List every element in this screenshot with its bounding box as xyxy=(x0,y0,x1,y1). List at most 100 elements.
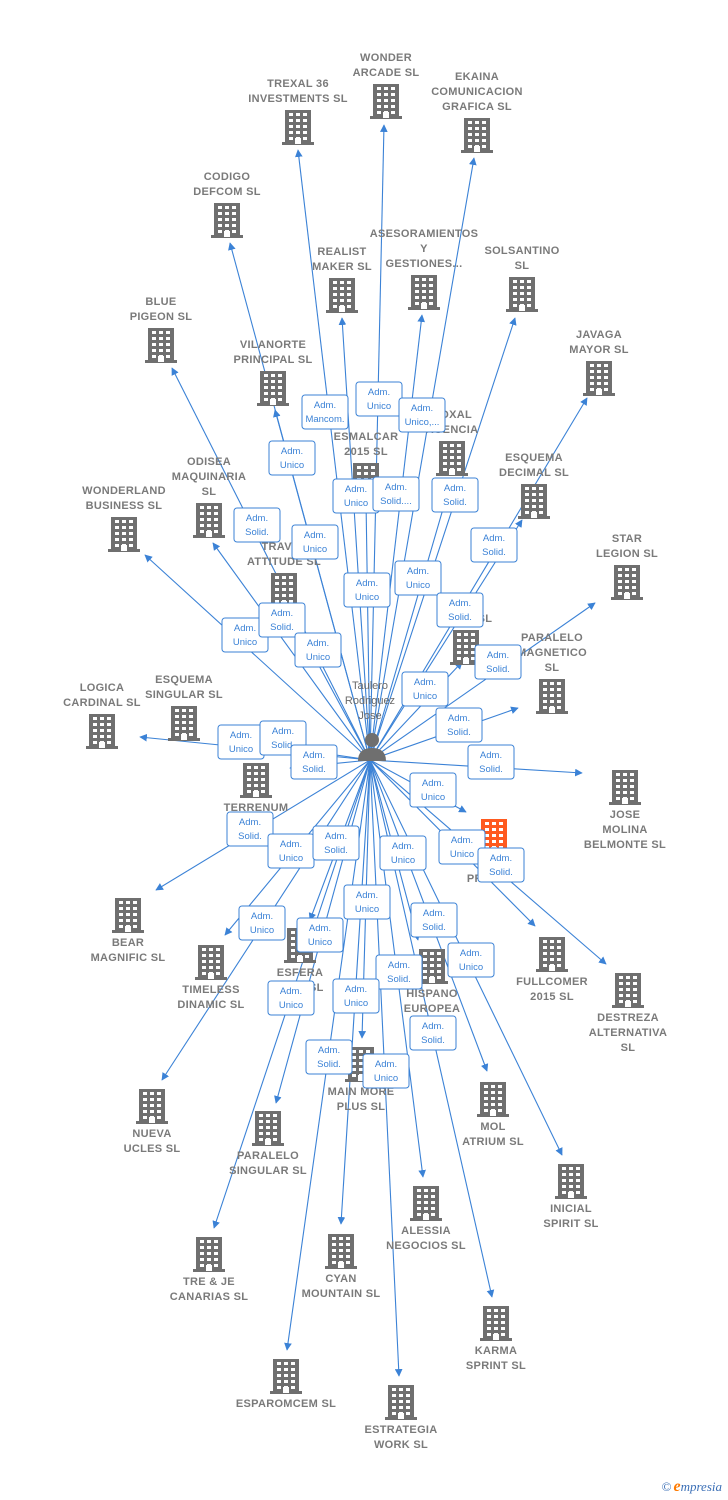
relationship-label: Adm.Solid. xyxy=(258,602,306,638)
company-name-line: INVESTMENTS SL xyxy=(248,93,348,105)
company-name-line: PLUS SL xyxy=(337,1101,386,1113)
company-name-line: DECIMAL SL xyxy=(499,467,569,479)
relationship-label: Adm.Solid. xyxy=(474,644,522,680)
company-name-line: DESTREZA xyxy=(597,1012,659,1024)
company-name-line: MAGNETICO xyxy=(517,647,587,659)
company-name-line: REALIST xyxy=(317,246,366,258)
relationship-text: Solid. xyxy=(448,612,472,623)
realist-building-icon xyxy=(326,278,358,313)
company-name-line: NEGOCIOS SL xyxy=(386,1240,466,1252)
relationship-text: Unico xyxy=(250,925,274,936)
edge-star xyxy=(369,602,596,761)
relationship-text: Adm. xyxy=(407,566,429,577)
relationship-label: Adm.Unico xyxy=(343,572,391,608)
company-name-line: ESFERA xyxy=(277,967,323,979)
codigo-building-icon xyxy=(211,203,243,238)
esparomcem-building-icon xyxy=(270,1359,302,1394)
company-name-line: FULLCOMER xyxy=(516,976,588,988)
paralelo_magnetico-building-icon xyxy=(536,679,568,714)
company-name-line: PIGEON SL xyxy=(130,311,193,323)
company-name-line: NUEVA xyxy=(132,1128,171,1140)
company-node-esparomcem[interactable]: ESPAROMCEM SL xyxy=(236,1359,336,1410)
edge-trexal xyxy=(294,149,371,761)
company-name-line: SL xyxy=(202,486,217,498)
relationship-text: Solid. xyxy=(238,831,262,842)
company-name-line: ODISEA xyxy=(187,456,231,468)
relationship-text: Unico xyxy=(355,592,379,603)
company-name-line: BELMONTE SL xyxy=(584,839,666,851)
alessia-building-icon xyxy=(410,1186,442,1221)
company-name-line: TREXAL 36 xyxy=(267,78,329,90)
relationship-text: Adm. xyxy=(411,403,433,414)
ekaina-building-icon xyxy=(461,118,493,153)
logica-building-icon xyxy=(86,714,118,749)
relationship-label: Adm.Solid. xyxy=(436,592,484,628)
relationship-label: Adm. Solid. xyxy=(226,811,274,847)
relationship-text: Adm. xyxy=(460,948,482,959)
company-node-nueva[interactable]: NUEVA UCLES SL xyxy=(124,1089,181,1155)
company-name-line: JAVAGA xyxy=(576,329,622,341)
relationship-label: Adm.Solid. xyxy=(305,1039,353,1075)
company-name-line: UCLES SL xyxy=(124,1143,181,1155)
company-node-asesoramientos[interactable]: ASESORAMIENTOSYGESTIONES... xyxy=(370,228,479,310)
company-name-line: PARALELO xyxy=(237,1150,299,1162)
company-node-trexal[interactable]: TREXAL 36 INVESTMENTS SL xyxy=(248,78,348,145)
relationship-text: Adm. xyxy=(272,726,294,737)
brand-initial: e xyxy=(673,1478,681,1495)
relationship-text: Adm. xyxy=(392,841,414,852)
relationship-text: Solid. xyxy=(482,547,506,558)
relationship-label: Adm.Unico xyxy=(362,1053,410,1089)
asesoramientos-building-icon xyxy=(408,275,440,310)
company-name-line: WORK SL xyxy=(374,1439,428,1451)
company-name-line: SL xyxy=(545,662,560,674)
relationship-text: Adm. xyxy=(385,482,407,493)
relationship-label: Adm.Unico xyxy=(447,942,495,978)
relationship-text: Adm. xyxy=(448,713,470,724)
edge-blue xyxy=(171,367,371,761)
person-icon xyxy=(358,733,386,761)
relationship-text: Adm. xyxy=(480,750,502,761)
relationship-text: Adm. xyxy=(483,533,505,544)
relationship-text: Adm. xyxy=(246,513,268,524)
trexal-building-icon xyxy=(282,110,314,145)
relationship-text: Adm. xyxy=(239,817,261,828)
person-name-line: Taulero xyxy=(352,680,388,692)
company-name-line: BEAR xyxy=(112,937,144,949)
relationship-label: Adm.Unico xyxy=(221,617,269,653)
relationship-label: Adm.Solid. xyxy=(431,477,479,513)
relationship-text: Solid. xyxy=(443,497,467,508)
relationship-text: Unico,... xyxy=(405,417,440,428)
company-name-line: GESTIONES... xyxy=(386,258,463,270)
company-name-line: WONDERLAND xyxy=(82,485,166,497)
